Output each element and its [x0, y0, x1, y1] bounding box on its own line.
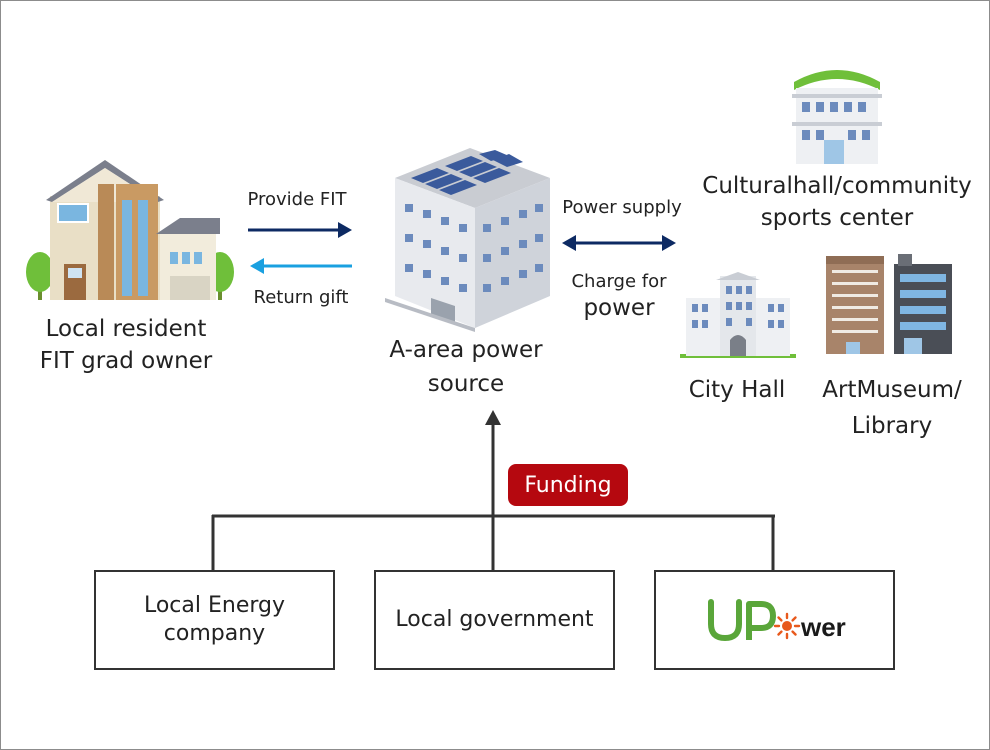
city-hall-building [680, 272, 796, 358]
museum-label-line1: ArtMuseum/ [822, 377, 962, 403]
museum-label-line2: Library [851, 413, 933, 439]
funding-badge: Funding [508, 464, 628, 506]
charge-label-line2: power [583, 295, 655, 321]
power-supply-label: Power supply [562, 197, 682, 218]
upower-box: wer [654, 570, 895, 670]
charge-label-line1: Charge for [571, 271, 667, 292]
power-source-label-line1: A-area power [389, 337, 543, 363]
culturalhall-label-line2: sports center [760, 205, 914, 231]
provide-fit-arrow [248, 222, 352, 238]
house-illustration [26, 160, 234, 300]
return-gift-arrow [250, 258, 352, 274]
energy-company-line1: Local Energy [143, 593, 286, 618]
energy-company-line2: company [163, 621, 266, 646]
upower-logo: wer [707, 599, 846, 642]
return-gift-label: Return gift [253, 287, 349, 308]
museum-library-buildings [826, 254, 952, 354]
local-government-label: Local government [395, 607, 594, 632]
power-supply-arrow [562, 235, 676, 251]
resident-label-line1: Local resident [45, 316, 207, 342]
power-source-building [385, 148, 550, 332]
power-source-label-line2: source [427, 371, 505, 397]
upower-logo-wer: wer [800, 612, 846, 642]
culturalhall-label-line1: Culturalhall/community [702, 173, 972, 199]
local-energy-company-box: Local Energy company [94, 570, 335, 670]
culturalhall-building [792, 70, 882, 164]
city-hall-label: City Hall [688, 377, 786, 403]
provide-fit-label: Provide FIT [247, 189, 347, 210]
local-government-box: Local government [374, 570, 615, 670]
resident-label-line2: FIT grad owner [39, 348, 213, 374]
